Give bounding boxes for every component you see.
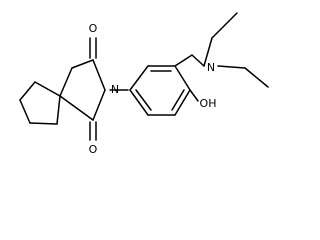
ethyl-groups [203,12,269,88]
hydroxyl-group: OH [200,97,217,110]
amine-nitrogen: N [207,61,215,74]
c-oh-bond [189,89,199,102]
succinimide-ring [59,59,106,121]
atom-labels: O O N N OH [89,22,217,156]
carbonyl-oxygen-top: O [89,22,98,35]
cyclopentane-ring [19,81,61,125]
imide-nitrogen: N [111,83,119,96]
carbonyl-bonds [89,37,97,141]
chemical-structure-diagram: O O N N OH [19,12,269,156]
ch2-n-bond [191,54,205,67]
benzene-ring [129,65,191,116]
carbonyl-oxygen-bottom: O [89,143,98,156]
benzyl-ch2-bond [174,54,193,67]
